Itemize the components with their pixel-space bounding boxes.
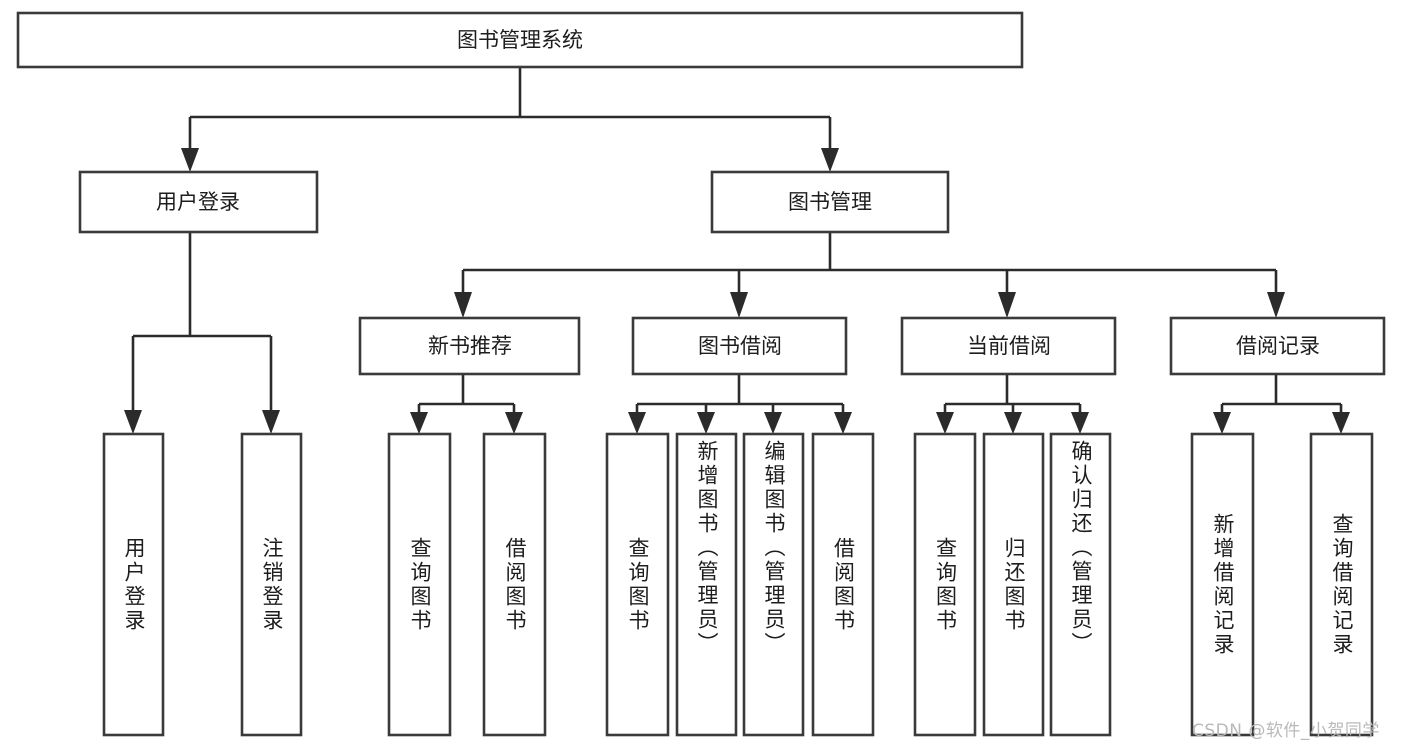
node-leaf-borrow-book-2-box[interactable]	[811, 432, 875, 737]
node-leaf-query-book-2[interactable]: 查询图书	[607, 434, 668, 735]
arrow-br-leaf-1	[1213, 412, 1231, 434]
node-leaf-return-book[interactable]: 归还图书	[984, 434, 1043, 735]
connector-group-current-borrow	[936, 374, 1089, 434]
node-new-book-rec[interactable]: 新书推荐	[358, 316, 581, 376]
arrow-nbr-leaf-2	[505, 412, 523, 434]
node-user-login-box[interactable]	[78, 170, 319, 234]
node-leaf-query-book-1-box[interactable]	[387, 432, 452, 737]
node-borrow-record[interactable]: 借阅记录	[1169, 316, 1386, 376]
arrow-bm-current-borrow	[998, 292, 1016, 318]
node-leaf-add-record[interactable]: 新增借阅记录	[1192, 434, 1253, 735]
node-root-label: 图书管理系统	[457, 28, 583, 52]
node-leaf-borrow-book-2[interactable]: 借阅图书	[813, 434, 873, 735]
connector-group-root	[181, 67, 839, 172]
arrow-root-to-book-manage	[821, 148, 839, 172]
node-leaf-return-book-label: 归还图书	[1001, 536, 1026, 633]
connector-group-new-book-rec	[410, 374, 523, 434]
connector-group-user-login	[124, 232, 280, 434]
arrow-nbr-leaf-1	[410, 412, 428, 434]
node-leaf-query-book-3-box[interactable]	[913, 432, 977, 737]
node-borrow-record-box[interactable]	[1169, 316, 1386, 376]
node-user-login-label: 用户登录	[156, 190, 240, 214]
arrow-cb-leaf-1	[936, 412, 954, 434]
node-new-book-rec-box[interactable]	[358, 316, 581, 376]
node-book-manage-label: 图书管理	[788, 190, 872, 214]
arrow-user-login-leaf-1	[124, 410, 142, 434]
node-leaf-edit-book-box[interactable]	[742, 432, 805, 737]
node-borrow-record-label: 借阅记录	[1236, 334, 1320, 358]
node-leaf-add-book[interactable]: 新增图书（管理员）	[677, 434, 736, 735]
arrow-cb-leaf-3	[1071, 412, 1089, 434]
node-leaf-add-book-box[interactable]	[675, 432, 738, 737]
node-root-box[interactable]	[16, 11, 1024, 69]
arrow-br-leaf-2	[1332, 412, 1350, 434]
node-leaf-query-record-box[interactable]	[1309, 432, 1374, 737]
node-leaf-confirm-return[interactable]: 确认归还（管理员）	[1051, 434, 1110, 735]
node-leaf-edit-book[interactable]: 编辑图书（管理员）	[744, 434, 803, 735]
node-current-borrow-label: 当前借阅	[967, 334, 1051, 358]
node-leaf-borrow-book-1[interactable]: 借阅图书	[484, 434, 545, 735]
arrow-bm-new-book-rec	[454, 292, 472, 318]
node-book-borrow[interactable]: 图书借阅	[631, 316, 848, 376]
node-leaf-query-book-3-label: 查询图书	[933, 536, 958, 633]
node-leaf-user-login-label: 用户登录	[121, 536, 146, 633]
node-book-manage[interactable]: 图书管理	[710, 170, 950, 234]
connector-group-book-manage	[454, 232, 1285, 318]
node-leaf-query-record-label: 查询借阅记录	[1329, 512, 1354, 657]
node-leaf-query-book-2-box[interactable]	[605, 432, 670, 737]
node-leaf-user-login[interactable]: 用户登录	[104, 434, 163, 735]
node-new-book-rec-label: 新书推荐	[428, 334, 512, 358]
node-leaf-borrow-book-1-box[interactable]	[482, 432, 547, 737]
node-leaf-borrow-book-1-label: 借阅图书	[502, 536, 527, 633]
node-root[interactable]: 图书管理系统	[16, 11, 1024, 69]
node-leaf-user-login-box[interactable]	[102, 432, 165, 737]
node-leaf-add-book-label: 新增图书（管理员）	[694, 440, 719, 656]
node-leaf-logout[interactable]: 注销登录	[242, 434, 301, 735]
node-leaf-return-book-box[interactable]	[982, 432, 1045, 737]
node-leaf-logout-label: 注销登录	[259, 536, 284, 633]
arrow-root-to-user-login	[181, 148, 199, 172]
arrow-bb-leaf-1	[628, 412, 646, 434]
node-leaf-query-record[interactable]: 查询借阅记录	[1311, 434, 1372, 735]
node-book-manage-box[interactable]	[710, 170, 950, 234]
arrow-bm-borrow-record	[1267, 292, 1285, 318]
arrow-bm-book-borrow	[730, 292, 748, 318]
connector-group-borrow-record	[1213, 374, 1350, 434]
node-user-login[interactable]: 用户登录	[78, 170, 319, 234]
arrow-bb-leaf-4	[834, 412, 852, 434]
node-book-borrow-label: 图书借阅	[698, 334, 782, 358]
arrow-cb-leaf-2	[1004, 412, 1022, 434]
node-leaf-add-record-label: 新增借阅记录	[1210, 512, 1235, 657]
node-current-borrow[interactable]: 当前借阅	[900, 316, 1117, 376]
node-leaf-query-book-3[interactable]: 查询图书	[915, 434, 975, 735]
node-leaf-edit-book-label: 编辑图书（管理员）	[761, 440, 786, 656]
connector-group-book-borrow	[628, 374, 852, 434]
arrow-user-login-leaf-2	[262, 410, 280, 434]
arrow-bb-leaf-3	[764, 412, 782, 434]
node-leaf-query-book-1[interactable]: 查询图书	[389, 434, 450, 735]
node-leaf-logout-box[interactable]	[240, 432, 303, 737]
node-leaf-query-book-1-label: 查询图书	[407, 536, 432, 633]
node-leaf-confirm-return-box[interactable]	[1049, 432, 1112, 737]
arrow-bb-leaf-2	[697, 412, 715, 434]
node-book-borrow-box[interactable]	[631, 316, 848, 376]
node-current-borrow-box[interactable]	[900, 316, 1117, 376]
node-leaf-confirm-return-label: 确认归还（管理员）	[1068, 440, 1093, 656]
node-leaf-borrow-book-2-label: 借阅图书	[831, 536, 856, 633]
node-leaf-add-record-box[interactable]	[1190, 432, 1255, 737]
csdn-watermark: CSDN @软件_小贺同学	[1192, 721, 1380, 741]
node-leaf-query-book-2-label: 查询图书	[625, 536, 650, 633]
